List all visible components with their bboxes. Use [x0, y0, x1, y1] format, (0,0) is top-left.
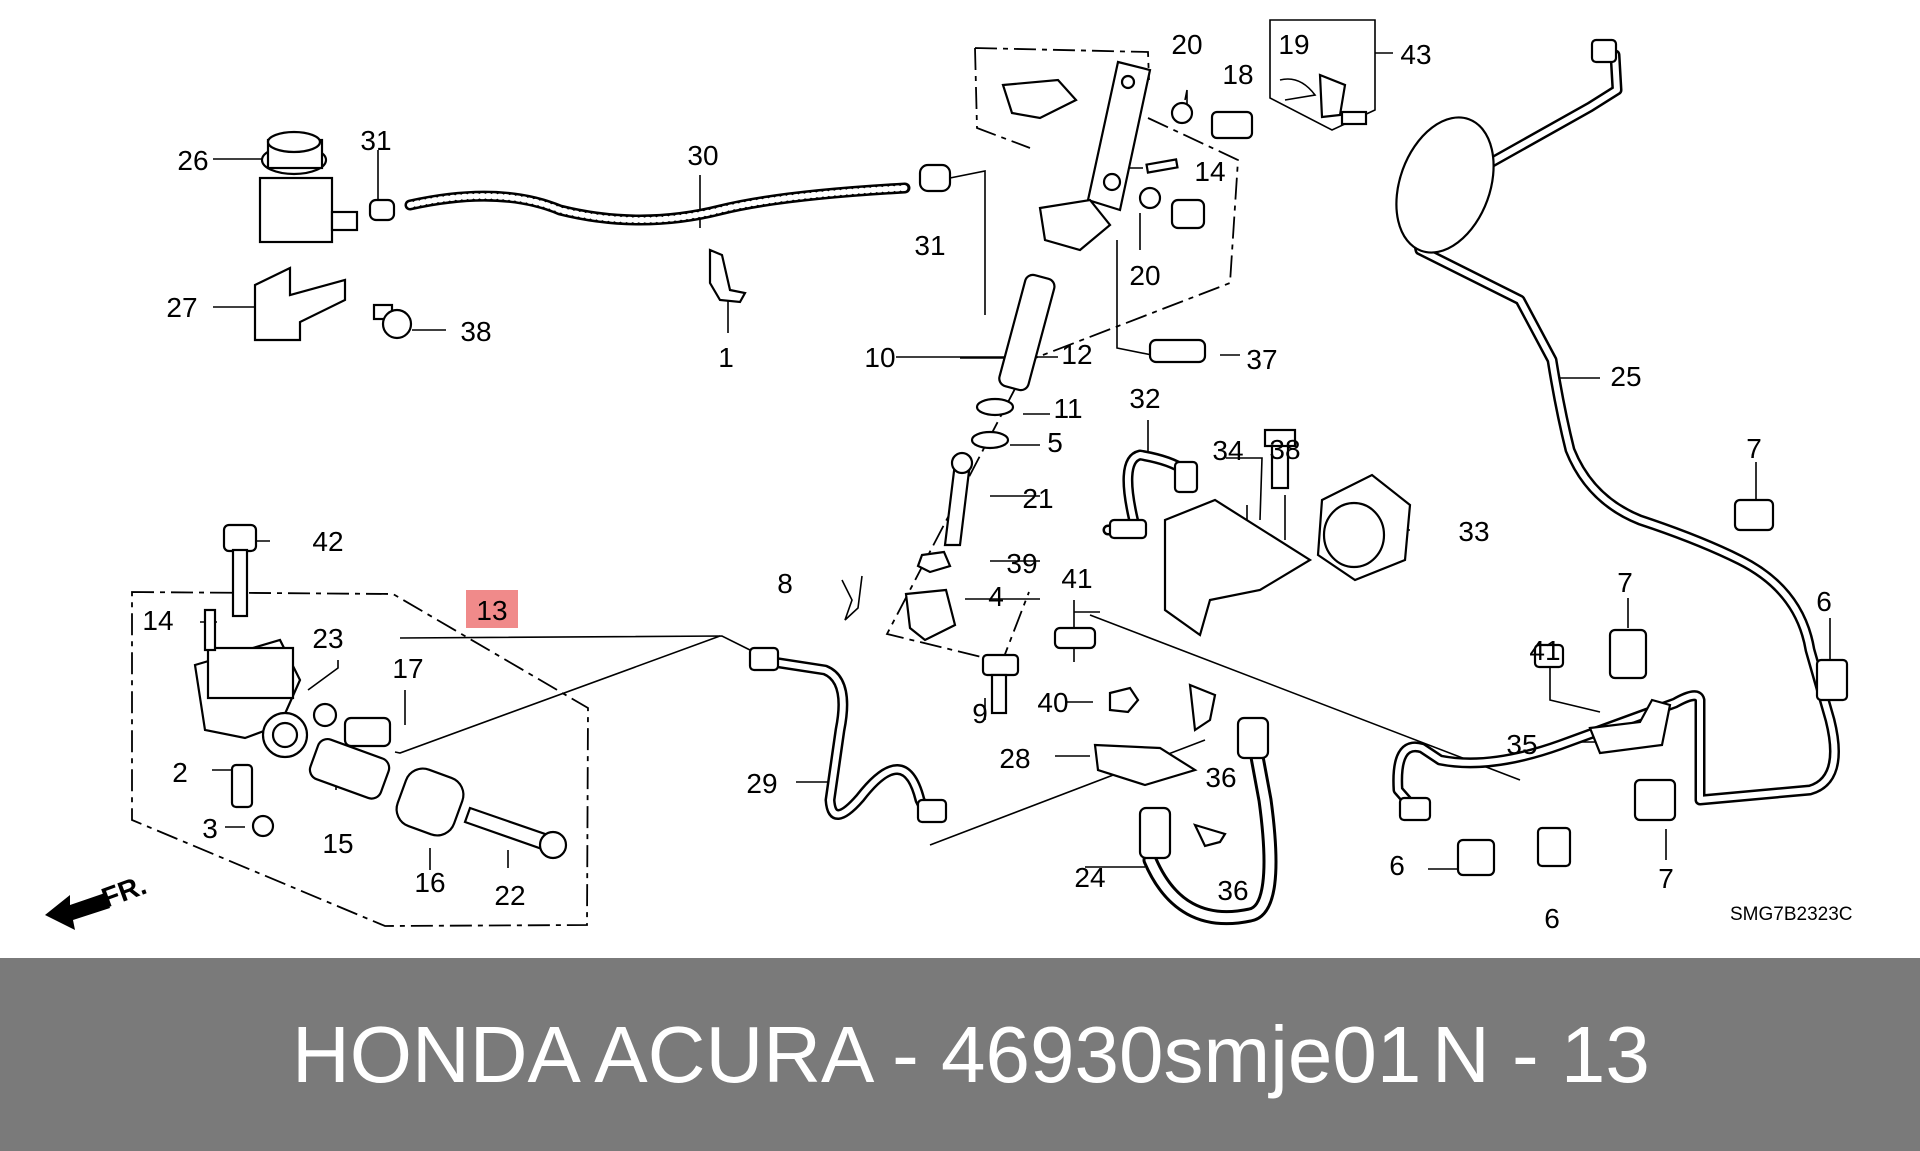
- part-label-17: 17: [392, 653, 423, 684]
- part-label-42: 42: [312, 526, 343, 557]
- part-label-37: 37: [1246, 344, 1277, 375]
- part-label-15: 15: [322, 828, 353, 859]
- footer-ref: N - 13: [1432, 1010, 1650, 1099]
- part-label-20: 20: [1171, 29, 1202, 60]
- part-label-8: 8: [777, 568, 793, 599]
- part-label-36: 36: [1217, 875, 1248, 906]
- part-label-7: 7: [1746, 433, 1762, 464]
- part-label-6: 6: [1816, 586, 1832, 617]
- part-label-20: 20: [1129, 260, 1160, 291]
- part-label-16: 16: [414, 867, 445, 898]
- part-label-31: 31: [360, 125, 391, 156]
- part-label-22: 22: [494, 880, 525, 911]
- part-label-28: 28: [999, 743, 1030, 774]
- part-label-3: 3: [202, 813, 218, 844]
- diagram-canvas: FR. 13 SMG7B2323C 2631303127381101211521…: [45, 19, 1853, 934]
- part-label-41: 41: [1529, 635, 1560, 666]
- part-label-7: 7: [1617, 567, 1633, 598]
- part-label-34: 34: [1212, 435, 1243, 466]
- part-label-27: 27: [166, 292, 197, 323]
- part-label-38: 38: [460, 316, 491, 347]
- part-label-43: 43: [1400, 39, 1431, 70]
- diagram-code: SMG7B2323C: [1730, 904, 1853, 925]
- part-label-24: 24: [1074, 862, 1105, 893]
- spring: [998, 273, 1056, 392]
- part-label-6: 6: [1544, 903, 1560, 934]
- pipes: [404, 42, 1840, 926]
- part-label-5: 5: [1047, 427, 1063, 458]
- part-label-26: 26: [177, 145, 208, 176]
- part-label-12: 12: [1061, 339, 1092, 370]
- part-label-14: 14: [142, 605, 173, 636]
- part-label-41: 41: [1061, 563, 1092, 594]
- footer-bar: HONDA ACURA - 46930smje01 N - 13: [0, 958, 1920, 1151]
- part-label-19: 19: [1278, 29, 1309, 60]
- part-label-38: 38: [1269, 434, 1300, 465]
- part-label-35: 35: [1506, 729, 1537, 760]
- part-label-40: 40: [1037, 687, 1068, 718]
- part-label-32: 32: [1129, 383, 1160, 414]
- part-label-39: 39: [1006, 548, 1037, 579]
- part-label-9: 9: [972, 698, 988, 729]
- part-label-6: 6: [1389, 850, 1405, 881]
- part-label-31: 31: [914, 230, 945, 261]
- part-label-2: 2: [172, 757, 188, 788]
- part-label-10: 10: [864, 342, 895, 373]
- fr-arrow: FR.: [45, 869, 150, 930]
- part-label-23: 23: [312, 623, 343, 654]
- part-label-11: 11: [1053, 393, 1082, 424]
- part-label-33: 33: [1458, 516, 1489, 547]
- part-label-14: 14: [1194, 156, 1225, 187]
- part-label-18: 18: [1222, 59, 1253, 90]
- highlight-box: [466, 590, 518, 628]
- part-label-4: 4: [988, 581, 1004, 612]
- fr-label: FR.: [97, 869, 150, 914]
- highlight-label-13: 13: [476, 595, 507, 626]
- part-label-25: 25: [1610, 361, 1641, 392]
- part-label-29: 29: [746, 768, 777, 799]
- part-label-1: 1: [718, 342, 734, 373]
- part-label-21: 21: [1022, 483, 1053, 514]
- part-label-7: 7: [1658, 863, 1674, 894]
- part-label-30: 30: [687, 140, 718, 171]
- parts: [193, 38, 1849, 877]
- part-label-36: 36: [1205, 762, 1236, 793]
- footer-title: HONDA ACURA - 46930smje01: [292, 1010, 1422, 1099]
